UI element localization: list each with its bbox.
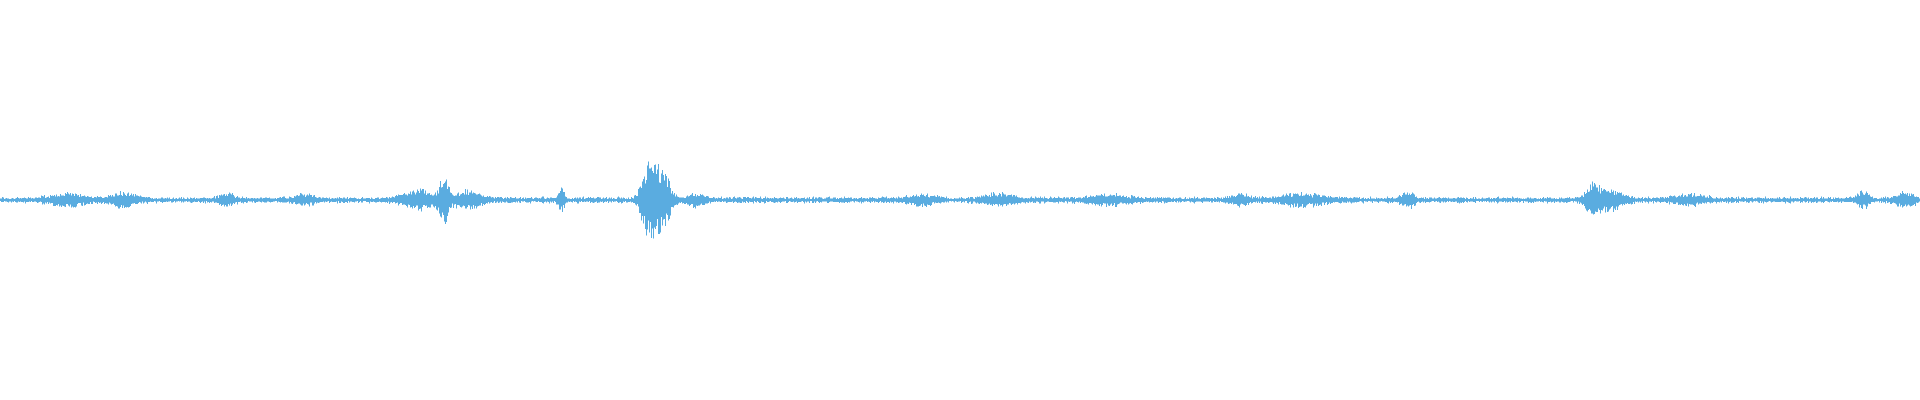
waveform-trace (0, 161, 1920, 239)
